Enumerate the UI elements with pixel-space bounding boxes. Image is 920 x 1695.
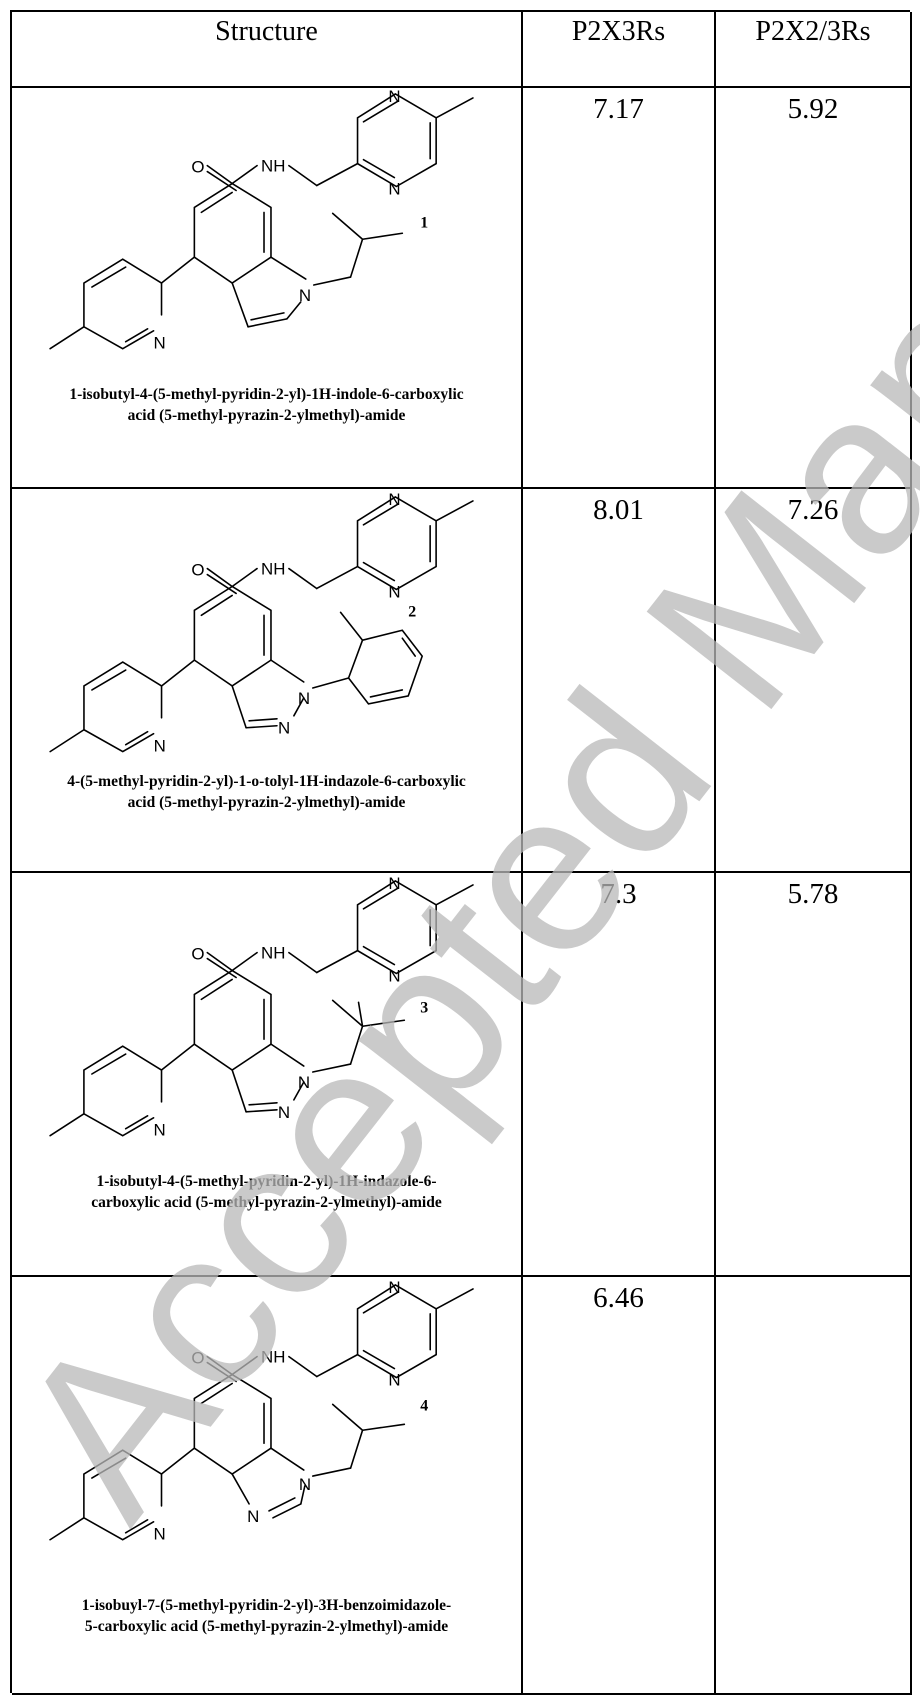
compound-name-4-line-1: 1-isobuyl-7-(5-methyl-pyridin-2-yl)-3H-b… — [81, 1597, 452, 1614]
atom-n: N — [154, 737, 166, 756]
structure-cell-3: N N NH O N N N 3 1-isobutyl-4-(5-methyl-… — [12, 873, 523, 1277]
atom-nh: NH — [261, 560, 285, 579]
p2x23-value-1: 5.92 — [716, 88, 912, 489]
structure-cell-1: N N NH O N N 1 1-isobutyl-4-(5-methyl-py… — [12, 88, 523, 489]
p2x3-value-4: 6.46 — [523, 1277, 716, 1695]
data-table: Structure P2X3Rs P2X2/3Rs — [10, 10, 912, 1695]
compound-name-3-line-2: carboxylic acid (5-methyl-pyrazin-2-ylme… — [91, 1194, 442, 1211]
compound-name-1-line-2: acid (5-methyl-pyrazin-2-ylmethyl)-amide — [127, 407, 406, 424]
header-p2x23rs: P2X2/3Rs — [716, 12, 912, 88]
chemical-structure-4: N N NH O N N N 4 — [49, 1278, 474, 1544]
compound-number-1: 1 — [420, 214, 428, 231]
atom-n: N — [247, 1507, 259, 1526]
chemical-structure-2: N N NH O N N N 2 — [49, 490, 474, 756]
compound-name-2-line-1: 4-(5-methyl-pyridin-2-yl)-1-o-tolyl-1H-i… — [67, 773, 466, 790]
structure-cell-4: N N NH O N N N 4 1-isobuyl-7-(5-methyl-p… — [12, 1277, 523, 1695]
compound-name-2: 4-(5-methyl-pyridin-2-yl)-1-o-tolyl-1H-i… — [20, 771, 513, 813]
atom-n: N — [388, 1370, 400, 1389]
atom-n: N — [388, 490, 400, 509]
p2x3-value-1: 7.17 — [523, 88, 716, 489]
p2x3-value-2: 8.01 — [523, 489, 716, 873]
p2x3-value-3: 7.3 — [523, 873, 716, 1277]
atom-nh: NH — [261, 944, 285, 963]
atom-o: O — [191, 945, 204, 964]
atom-n: N — [278, 1103, 290, 1122]
atom-n: N — [388, 88, 400, 106]
atom-n: N — [388, 1278, 400, 1297]
atom-o: O — [191, 561, 204, 580]
chemical-structure-1: N N NH O N N 1 — [49, 88, 474, 353]
atom-n: N — [154, 334, 166, 353]
compound-name-1-line-1: 1-isobutyl-4-(5-methyl-pyridin-2-yl)-1H-… — [69, 386, 464, 403]
compound-number-2: 2 — [408, 603, 416, 620]
atom-o: O — [191, 1349, 204, 1368]
atom-o: O — [191, 158, 204, 177]
compound-number-3: 3 — [420, 999, 428, 1016]
p2x23-value-4 — [716, 1277, 912, 1695]
header-structure: Structure — [12, 12, 523, 88]
header-p2x3rs: P2X3Rs — [523, 12, 716, 88]
p2x23-value-2: 7.26 — [716, 489, 912, 873]
compound-name-2-line-2: acid (5-methyl-pyrazin-2-ylmethyl)-amide — [127, 794, 406, 811]
compound-name-4: 1-isobuyl-7-(5-methyl-pyridin-2-yl)-3H-b… — [20, 1595, 513, 1637]
atom-n: N — [154, 1121, 166, 1140]
atom-n: N — [278, 719, 290, 738]
atom-n: N — [299, 286, 311, 305]
atom-n: N — [388, 874, 400, 893]
compound-name-4-line-2: 5-carboxylic acid (5-methyl-pyrazin-2-yl… — [84, 1618, 449, 1635]
atom-n: N — [298, 689, 310, 708]
atom-n: N — [154, 1525, 166, 1544]
atom-n: N — [388, 582, 400, 601]
atom-n: N — [299, 1475, 311, 1494]
structure-cell-2: N N NH O N N N 2 4-(5-methyl-pyridin-2-y… — [12, 489, 523, 873]
atom-n: N — [298, 1073, 310, 1092]
p2x23-value-3: 5.78 — [716, 873, 912, 1277]
compound-number-4: 4 — [420, 1397, 428, 1414]
compound-name-1: 1-isobutyl-4-(5-methyl-pyridin-2-yl)-1H-… — [20, 384, 513, 426]
compound-name-3-line-1: 1-isobutyl-4-(5-methyl-pyridin-2-yl)-1H-… — [96, 1173, 437, 1190]
atom-n: N — [388, 966, 400, 985]
atom-n: N — [388, 179, 400, 198]
atom-nh: NH — [261, 1348, 285, 1367]
compound-name-3: 1-isobutyl-4-(5-methyl-pyridin-2-yl)-1H-… — [20, 1171, 513, 1213]
chemical-structure-3: N N NH O N N N 3 — [49, 874, 474, 1140]
atom-nh: NH — [261, 157, 285, 176]
